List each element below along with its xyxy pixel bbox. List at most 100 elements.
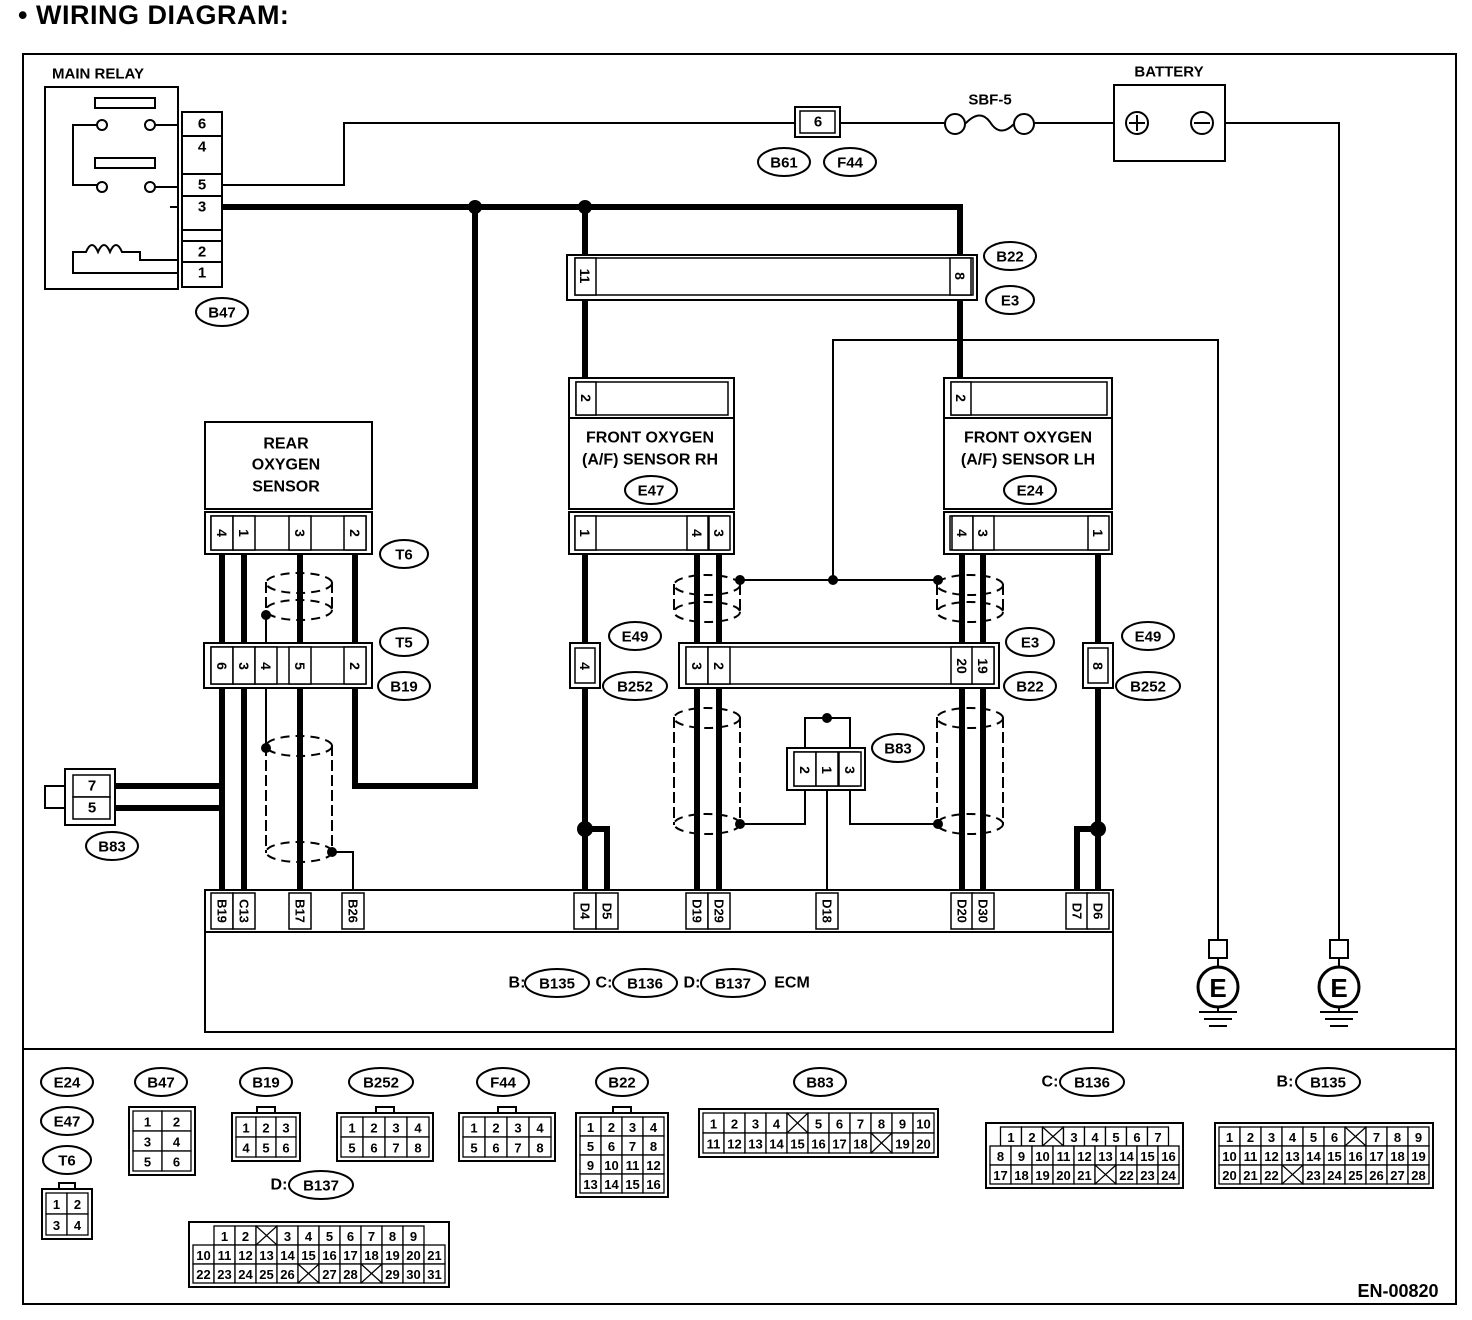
- legend-b19-grid-tab: [256, 1106, 276, 1114]
- legend-b135-grid-pin-27: 27: [1390, 1168, 1404, 1183]
- e3-mid-pin-3: 3: [689, 662, 705, 670]
- legend-b137-grid-cell: [423, 1263, 446, 1284]
- label-b252-right-oval: [1115, 671, 1181, 701]
- b61-pin-box: [799, 110, 836, 134]
- relay-terminal: [96, 119, 108, 131]
- legend-b137-grid-pin-2: 2: [242, 1229, 249, 1244]
- legend-b252-text: B252: [363, 1075, 399, 1092]
- shield-rh-lower-top: [673, 707, 741, 729]
- ecm-pin-box: [815, 892, 839, 930]
- legend-b22-grid-pin-11: 11: [626, 1158, 640, 1173]
- ground-left-letter: E: [1209, 973, 1226, 1003]
- label-t5-text: T5: [395, 635, 413, 652]
- legend-b135-grid-pin-4: 4: [1289, 1130, 1297, 1145]
- legend-b19-grid-pin-2: 2: [262, 1121, 269, 1136]
- b83-mid-pin-1: 1: [819, 766, 835, 774]
- rh-sensor-label-1: FRONT OXYGEN: [586, 430, 714, 447]
- legend-b22-grid-pin-8: 8: [650, 1139, 657, 1154]
- label-b47-text: B47: [208, 305, 236, 322]
- legend-b137-grid-pin-5: 5: [326, 1229, 333, 1244]
- rh-top-pin: [575, 381, 597, 416]
- legend-b19-grid-pin-4: 4: [242, 1141, 250, 1156]
- ecm-pin-box: [971, 892, 995, 930]
- rear-pin-1: 1: [236, 529, 252, 537]
- legend-b136-grid-pin-6: 6: [1133, 1130, 1140, 1145]
- ecm-b135-oval: [524, 968, 590, 998]
- legend-t6-grid-pin-4: 4: [74, 1218, 82, 1233]
- legend-b135-grid-pin-19: 19: [1411, 1149, 1425, 1164]
- splice-dot: [933, 575, 943, 585]
- legend-b22-grid-pin-4: 4: [650, 1120, 658, 1135]
- label-e49-left-oval: [608, 621, 662, 651]
- legend-b135-oval: [1295, 1067, 1361, 1097]
- legend-b136-prefix: C:: [1042, 1074, 1059, 1091]
- legend-b83-grid-pin-17: 17: [832, 1137, 846, 1152]
- legend-b22-grid-pin-2: 2: [608, 1120, 615, 1135]
- legend-b137-grid-pin-16: 16: [322, 1248, 336, 1263]
- shield-lh-upper: [936, 574, 1004, 623]
- wire-bus-rear-2: [352, 207, 478, 789]
- legend-b252-grid-pin-4: 4: [414, 1121, 422, 1136]
- ecm-pin-D4: D4: [578, 903, 593, 920]
- t5-pin-5: 5: [292, 662, 308, 670]
- e3-mid-pin-box: [707, 646, 731, 685]
- lh-pin-1: 1: [1090, 529, 1106, 537]
- legend-b137-grid-pin-26: 26: [280, 1267, 294, 1282]
- lh-pin-3: 3: [975, 529, 991, 537]
- lh-pin-box: [1087, 515, 1110, 551]
- legend-b136-grid-pin-9: 9: [1018, 1149, 1025, 1164]
- legend-b47-grid-pin-4: 4: [173, 1135, 181, 1150]
- legend-b135-grid-blank: [1281, 1164, 1304, 1185]
- legend-e47-oval: [40, 1106, 94, 1136]
- outer-frame: [22, 53, 1457, 1305]
- b83-pin-7: 7: [88, 778, 96, 795]
- relay-internal: [72, 124, 97, 186]
- legend-b136-grid-blank: [1041, 1126, 1065, 1147]
- t5-pin-4: 4: [258, 662, 274, 670]
- ecm-b135-text: B135: [539, 976, 575, 993]
- legend-b136-grid-pin-19: 19: [1035, 1168, 1049, 1183]
- label-e49-right-oval: [1121, 621, 1175, 651]
- legend-b136-grid-pin-18: 18: [1014, 1168, 1028, 1183]
- legend-b137-grid-blank: [360, 1263, 383, 1284]
- legend-b135-grid-pin-1: 1: [1226, 1130, 1233, 1145]
- legend-b135-grid-pin-3: 3: [1268, 1130, 1275, 1145]
- label-b22-top-oval: [983, 241, 1037, 271]
- legend-t6-grid-tab: [58, 1182, 76, 1190]
- legend-b137-grid-pin-31: 31: [427, 1267, 441, 1282]
- legend-b47-grid-pin-1: 1: [144, 1115, 151, 1130]
- rh-sensor-label-2: (A/F) SENSOR RH: [582, 452, 718, 469]
- wire-b83-3: [849, 790, 938, 825]
- legend-b136-grid-pin-21: 21: [1077, 1168, 1091, 1183]
- fuse-terminal: [1013, 113, 1035, 135]
- relay-contact-2: [94, 157, 156, 169]
- legend-b83-grid-pin-7: 7: [857, 1117, 864, 1132]
- legend-b83-grid-pin-5: 5: [815, 1117, 822, 1132]
- legend-b22-grid-pin-3: 3: [629, 1120, 636, 1135]
- legend-b135-text: B135: [1310, 1075, 1346, 1092]
- b61-pin: 6: [814, 114, 822, 131]
- legend-b22-grid-pin-16: 16: [646, 1177, 660, 1192]
- legend-b22-grid-pin-13: 13: [583, 1177, 597, 1192]
- legend-b136-grid-pin-20: 20: [1056, 1168, 1070, 1183]
- legend-f44-grid-cell: [528, 1136, 552, 1158]
- legend-b135-grid-pin-6: 6: [1331, 1130, 1338, 1145]
- shield-rh-upper: [673, 574, 741, 623]
- wire-relay5-b61: [222, 122, 795, 186]
- legend-b252-grid-pin-2: 2: [370, 1121, 377, 1136]
- splice-dot: [261, 610, 271, 620]
- legend-b137-grid-pin-28: 28: [343, 1267, 357, 1282]
- ecm-pin-box: [707, 892, 731, 930]
- legend-b135-grid-pin-20: 20: [1222, 1168, 1236, 1183]
- rh-pin-box: [686, 515, 709, 551]
- shield-rh-lower: [673, 707, 741, 835]
- ground-left-terminal: [1208, 939, 1228, 959]
- t5-pin-box: [343, 646, 367, 685]
- label-b83-mid-text: B83: [884, 741, 912, 758]
